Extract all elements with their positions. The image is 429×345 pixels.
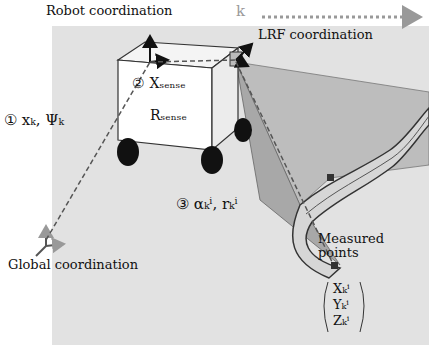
wheel	[117, 138, 139, 166]
range-label: ③ αₖⁱ, rₖⁱ	[176, 196, 238, 213]
axis	[45, 226, 47, 246]
axis	[149, 36, 151, 62]
offset-label: ② Xₛₑₙₛₑ	[132, 76, 186, 91]
measured-point	[331, 262, 338, 269]
measured-point	[327, 174, 334, 181]
frame-label: LRF coordination	[258, 28, 373, 42]
terrain-edge	[306, 116, 429, 214]
background-panel	[52, 26, 429, 345]
point-label: Measured points	[318, 232, 384, 261]
wheel	[234, 118, 252, 142]
axis	[36, 246, 46, 256]
bracket	[324, 282, 328, 332]
bracket	[360, 282, 364, 332]
robot-side	[118, 60, 212, 150]
wheel	[201, 146, 223, 174]
frame-label: Robot coordination	[46, 4, 172, 18]
coordinate-label: Zₖⁱ	[333, 314, 349, 328]
axis	[236, 44, 252, 60]
rotation-label: Rₛₑₙₛₑ	[150, 108, 187, 123]
sensor-offset-vector	[150, 60, 236, 62]
coordinate-label: Yₖⁱ	[333, 298, 349, 312]
time-label: k	[236, 3, 245, 20]
axis	[46, 244, 64, 246]
coordinate-label: Xₖⁱ	[333, 282, 350, 296]
terrain	[293, 108, 429, 278]
frame-label: Global coordination	[8, 258, 138, 272]
time-arrow	[262, 16, 420, 19]
pose-label: ① xₖ, Ψₖ	[4, 112, 64, 129]
